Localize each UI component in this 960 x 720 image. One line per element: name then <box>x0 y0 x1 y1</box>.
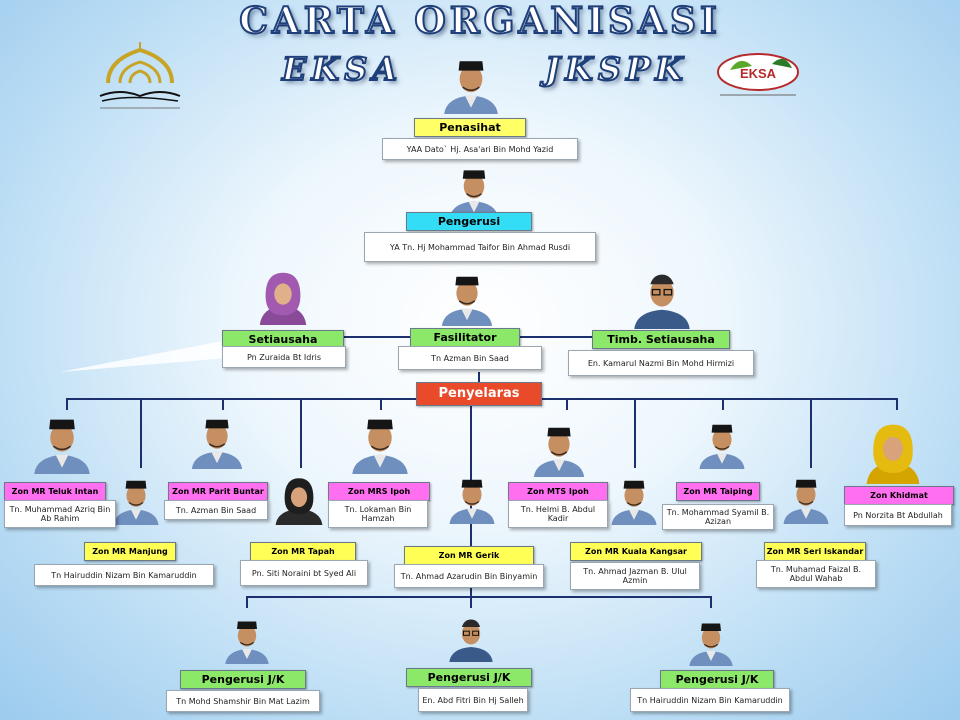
photo-parit-buntar <box>188 404 246 476</box>
committee-drop <box>246 596 248 608</box>
chart-title: CARTA ORGANISASI <box>238 0 721 43</box>
photo-timb-setiausaha <box>630 262 694 332</box>
role-zon-khidmat-pengurusan: Zon Khidmat Pengurusan <box>844 486 954 517</box>
role-pengerusi: Pengerusi <box>406 212 532 231</box>
eksa-logo: EKSA <box>717 53 799 96</box>
zone-drop <box>896 398 898 410</box>
mosque-dome-logo <box>99 42 181 109</box>
name-penasihat: YAA Dato` Hj. Asa'ari Bin Mohd Yazid <box>382 138 578 160</box>
photo-jk-promosi <box>222 608 272 670</box>
photo-fasilitator <box>438 268 496 326</box>
photo-khidmat-pengurusan <box>860 416 926 486</box>
zone-drop <box>470 398 472 550</box>
name-jk-promosi: Tn Mohd Shamshir Bin Mat Lazim <box>166 690 320 712</box>
role-zon-teluk-intan: Zon MR Teluk Intan <box>4 482 106 501</box>
photo-kuala-kangsar <box>608 462 660 536</box>
photo-pengerusi <box>446 162 502 218</box>
coordinator-stem <box>478 372 480 386</box>
role-jk-audit: Pengerusi J/K Audit <box>660 670 774 703</box>
name-zon-manjung: Tn Hairuddin Nizam Bin Kamaruddin <box>34 564 214 586</box>
zone-drop <box>566 398 568 410</box>
photo-taiping <box>696 410 748 476</box>
photo-penasihat <box>440 52 502 114</box>
title-eksa: EKSA <box>281 49 403 89</box>
photo-seri-iskandar <box>780 462 832 534</box>
zone-drop <box>810 398 812 468</box>
name-jk-latihan: En. Abd Fitri Bin Hj Salleh <box>418 688 528 712</box>
name-setiausaha: Pn Zuraida Bt Idris <box>222 346 346 368</box>
photo-tapah <box>272 462 326 534</box>
role-zon-taiping: Zon MR Taiping <box>676 482 760 501</box>
zone-drop <box>66 398 68 410</box>
photo-jk-latihan <box>446 606 496 668</box>
zone-drop <box>300 398 302 468</box>
committee-drop <box>710 596 712 608</box>
name-zon-khidmat-pengurusan: Pn Norzita Bt Abdullah <box>844 504 952 526</box>
role-jk-promosi: Pengerusi J/K Promosi <box>180 670 306 703</box>
zone-drop <box>722 398 724 410</box>
role-zon-seri-iskandar: Zon MR Seri Iskandar <box>764 542 866 561</box>
name-zon-teluk-intan: Tn. Muhammad Azriq Bin Ab Rahim <box>4 500 116 528</box>
photo-setiausaha <box>254 262 312 330</box>
callout-wedge <box>60 340 228 372</box>
name-timb-setiausaha: En. Kamarul Nazmi Bin Mohd Hirmizi <box>568 350 754 376</box>
name-zon-mts-ipoh: Tn. Helmi B. Abdul Kadir <box>508 500 608 528</box>
photo-jk-audit <box>686 612 736 670</box>
role-zon-gerik: Zon MR Gerik <box>404 546 534 565</box>
name-pengerusi: YA Tn. Hj Mohammad Taifor Bin Ahmad Rusd… <box>364 232 596 262</box>
photo-gerik <box>446 458 498 538</box>
name-zon-gerik: Tn. Ahmad Azarudin Bin Binyamin <box>394 564 544 588</box>
name-zon-mrs-ipoh: Tn. Lokaman Bin Hamzah <box>328 500 428 528</box>
role-zon-kuala-kangsar: Zon MR Kuala Kangsar <box>570 542 702 561</box>
zone-drop <box>222 398 224 410</box>
photo-teluk-intan <box>30 406 94 478</box>
name-zon-taiping: Tn. Mohammad Syamil B. Azizan <box>662 504 774 530</box>
zone-drop <box>634 398 636 468</box>
name-zon-tapah: Pn. Siti Noraini bt Syed Ali <box>240 560 368 586</box>
committee-drop <box>470 588 472 608</box>
photo-mts-ipoh <box>530 416 588 480</box>
role-penyelaras: Penyelaras <box>416 382 542 406</box>
photo-mrs-ipoh <box>348 404 412 480</box>
zone-drop <box>140 398 142 468</box>
role-jk-latihan: Pengerusi J/K Latihan <box>406 668 532 701</box>
role-zon-mrs-ipoh: Zon MRS Ipoh <box>328 482 430 501</box>
name-zon-seri-iskandar: Tn. Muhamad Faizal B. Abdul Wahab <box>756 560 876 588</box>
name-zon-kuala-kangsar: Tn. Ahmad Jazman B. Ulul Azmin <box>570 562 700 590</box>
title-jkspk: JKSPK <box>544 49 688 89</box>
role-zon-tapah: Zon MR Tapah <box>250 542 356 561</box>
role-timb-setiausaha: Timb. Setiausaha <box>592 330 730 349</box>
role-penasihat: Penasihat <box>414 118 526 137</box>
role-setiausaha: Setiausaha <box>222 330 344 349</box>
committee-bus-line <box>246 596 712 598</box>
zone-drop <box>380 398 382 410</box>
role-zon-manjung: Zon MR Manjung <box>84 542 176 561</box>
photo-manjung <box>110 466 162 532</box>
eksa-logo-text: EKSA <box>740 66 777 81</box>
name-jk-audit: Tn Hairuddin Nizam Bin Kamaruddin <box>630 688 790 712</box>
role-zon-parit-buntar: Zon MR Parit Buntar <box>168 482 268 501</box>
role-fasilitator: Fasilitator <box>410 328 520 347</box>
name-zon-parit-buntar: Tn. Azman Bin Saad <box>164 500 268 520</box>
name-fasilitator: Tn Azman Bin Saad <box>398 346 542 370</box>
role-zon-mts-ipoh: Zon MTS Ipoh <box>508 482 608 501</box>
